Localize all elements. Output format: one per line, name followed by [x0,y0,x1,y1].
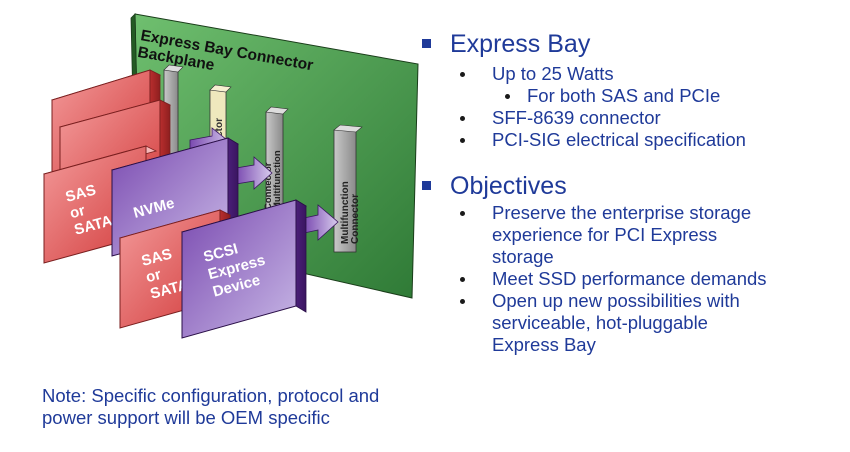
bullet-dot [460,116,465,121]
note-line2: power support will be OEM specific [42,407,330,428]
bullet-dot [505,94,510,99]
bullet-open-up: Open up new possibilities with [492,290,740,311]
arrow-upper-2 [235,156,273,190]
bullet-dot [460,299,465,304]
bullet-preserve: Preserve the enterprise storage [492,202,752,223]
bullet-meet-ssd: Meet SSD performance demands [492,268,767,289]
bullet-sas-and-pcie: For both SAS and PCIe [527,85,721,106]
multifunction-connector-label: Multifunction Connector [340,178,361,244]
bullet-sff-8639: SFF-8639 connector [492,107,661,128]
express-bay-diagram: Express Bay Connector Backplane Connecto… [42,13,419,339]
bullet-open-up-cont: serviceable, hot-pluggable [492,312,708,333]
multifunction-line2: Connector [350,194,361,244]
bullet-pci-sig: PCI-SIG electrical specification [492,129,746,150]
bullet-dot [460,277,465,282]
connector-label-middle: Multifunction Connector [263,148,283,210]
bullet-dot [460,72,465,77]
bullet-dot [460,138,465,143]
connector-middle-line2: Connector [263,162,274,210]
connector-middle: Multifunction Connector [263,106,289,225]
section-title-express-bay: Express Bay [450,30,591,58]
section-title-objectives: Objectives [450,172,567,200]
oem-note: Note: Specific configuration, protocol a… [42,385,462,429]
bullet-dot [460,211,465,216]
sas-front-line2: or [144,266,163,286]
multifunction-line1: Multifunction [340,181,351,244]
multifunction-connector: Multifunction Connector [333,124,363,253]
note-line1: Note: Specific configuration, protocol a… [42,385,380,406]
bullet-preserve-cont2: storage [492,246,554,267]
sas-left-line2: or [68,202,87,222]
bullet-open-up-cont2: Express Bay [492,334,596,355]
bullet-up-to-25-watts: Up to 25 Watts [492,63,614,84]
bullet-preserve-cont: experience for PCI Express [492,224,718,245]
scsi-express-card: SCSI Express Device [180,199,308,339]
connector-middle-line1: Multifunction [272,150,283,210]
